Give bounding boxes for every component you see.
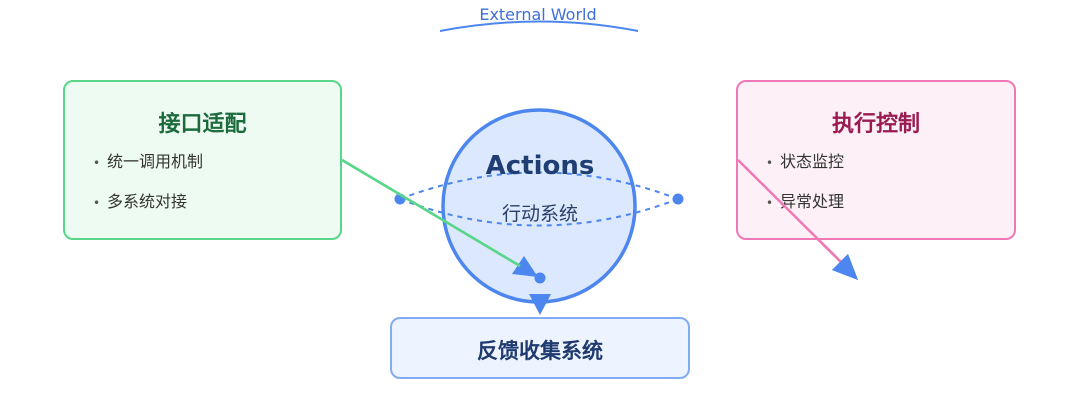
feedback-system-title: 反馈收集系统: [477, 339, 603, 363]
actions-subtitle: 行动系统: [501, 203, 578, 225]
external-world-arc: [439, 20, 639, 32]
circle-bottom-node: [534, 272, 546, 284]
interface-adapter-title: 接口适配: [158, 112, 247, 137]
interface-adapter-box: 接口适配 统一调用机制 多系统对接: [63, 80, 342, 240]
feedback-system-box: 反馈收集系统: [390, 317, 690, 379]
external-world-label: External World: [479, 5, 597, 24]
orbit-upper-dashed: [399, 171, 679, 200]
execution-control-list: 状态监控 异常处理: [766, 152, 844, 232]
actions-title: Actions: [485, 151, 595, 181]
list-item: 异常处理: [766, 192, 844, 232]
orbit-node-right: [672, 193, 684, 205]
orbit-lower-dashed: [399, 198, 679, 227]
list-item: 状态监控: [766, 152, 844, 192]
list-item: 统一调用机制: [93, 152, 203, 192]
execution-control-box: 执行控制 状态监控 异常处理: [736, 80, 1016, 240]
left-connector-arrowhead: [512, 256, 538, 277]
interface-adapter-list: 统一调用机制 多系统对接: [93, 152, 203, 232]
execution-control-title: 执行控制: [831, 112, 920, 137]
list-item: 多系统对接: [93, 192, 203, 232]
down-arrowhead: [529, 294, 551, 315]
